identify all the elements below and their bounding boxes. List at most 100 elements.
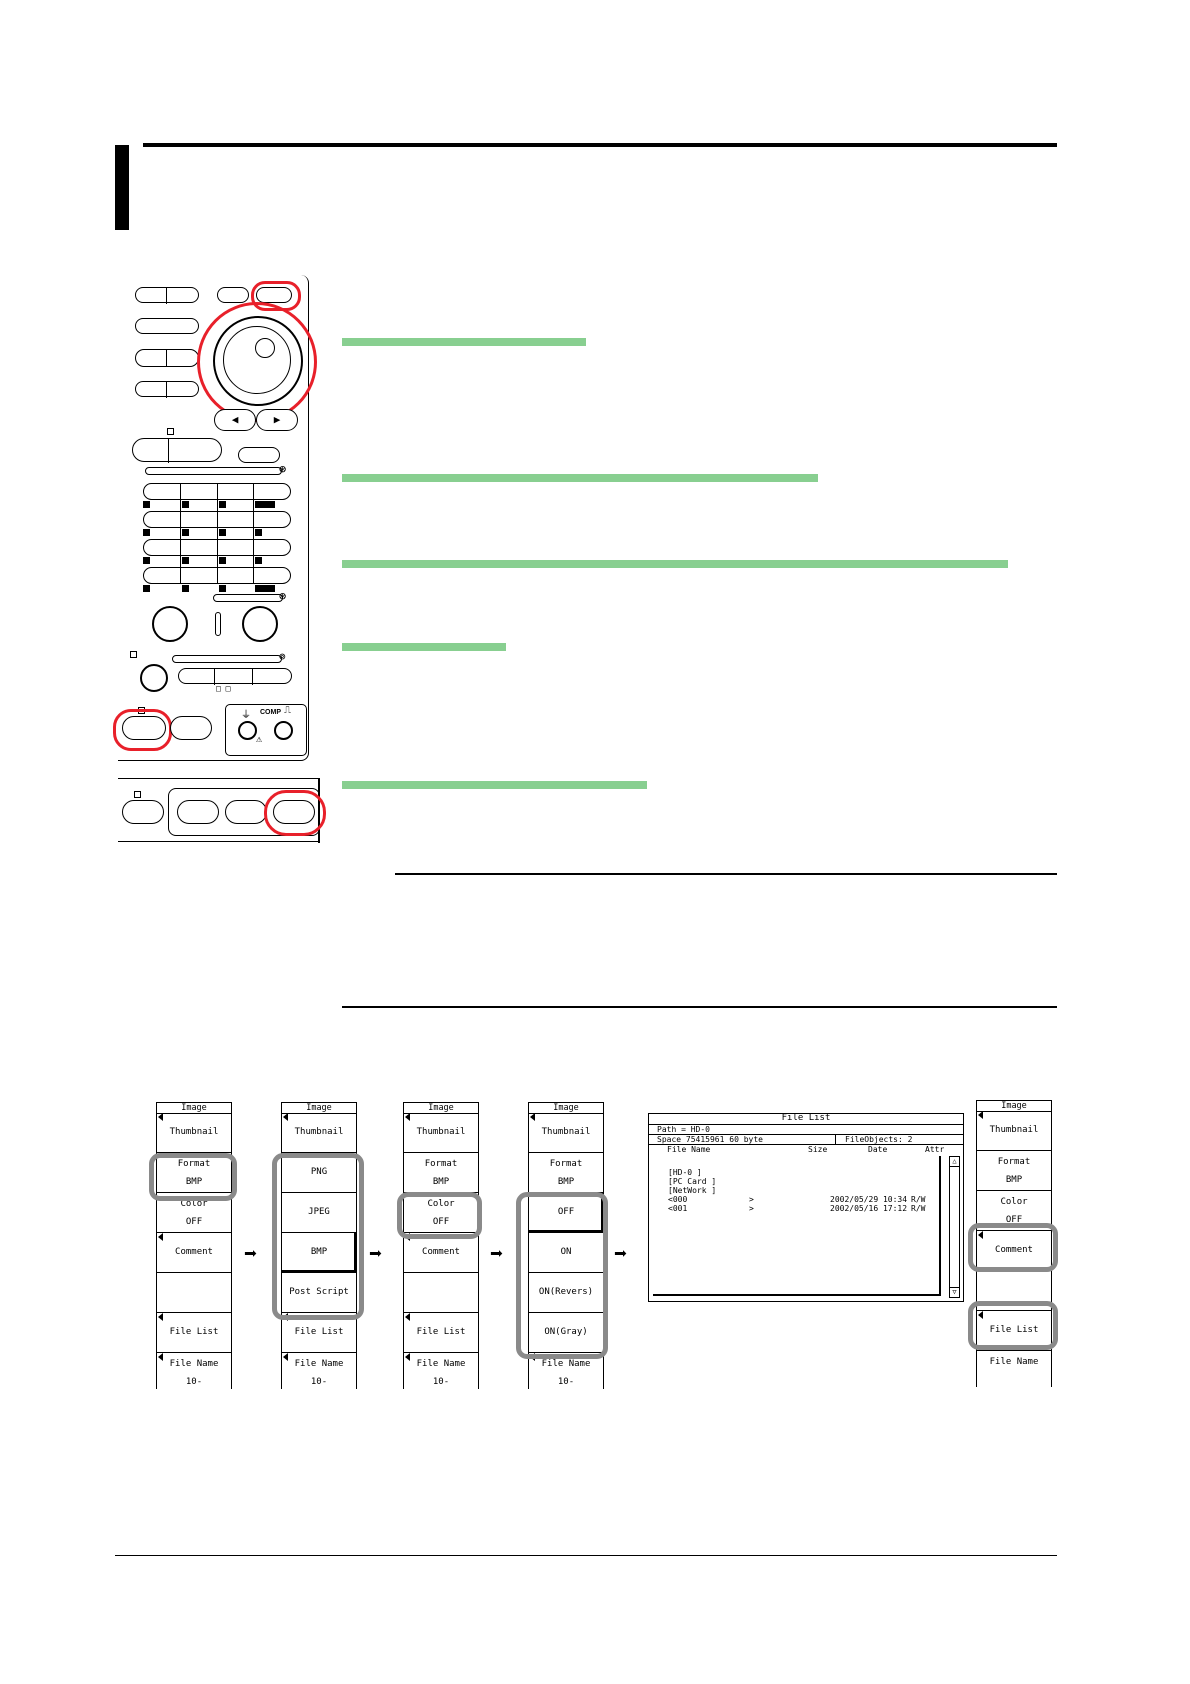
col-size: Size: [808, 1145, 828, 1154]
softkey-thumbnail[interactable]: Thumbnail: [282, 1113, 356, 1153]
highlight-ring: [113, 709, 172, 751]
selection-highlight: [516, 1192, 608, 1359]
triangle-icon: [405, 1353, 410, 1361]
option-on-gray[interactable]: ON(Gray): [529, 1313, 603, 1353]
triangle-icon: [283, 1353, 288, 1361]
option-on[interactable]: ON: [529, 1233, 603, 1273]
highlight-ring: [197, 302, 317, 422]
file-list-title: File List: [649, 1114, 963, 1125]
option-png[interactable]: PNG: [282, 1153, 356, 1193]
indicator: [255, 585, 275, 592]
indicator: [167, 428, 174, 435]
panel-button[interactable]: [135, 381, 199, 397]
panel-button[interactable]: [132, 438, 222, 462]
option-post-script[interactable]: Post Script: [282, 1273, 356, 1313]
selection-highlight: [968, 1301, 1058, 1350]
step-bar-2: [342, 474, 818, 482]
panel-button[interactable]: [135, 318, 199, 334]
divider: [835, 1135, 836, 1144]
left-arrow-button[interactable]: ◀: [214, 409, 256, 431]
indicator: [182, 557, 189, 564]
panel-slot: [145, 467, 282, 475]
file-name: <000: [668, 1195, 688, 1204]
scrollbar[interactable]: △ ▽: [949, 1156, 960, 1298]
note-rule-top: [395, 873, 1057, 875]
softkey-empty: [977, 1271, 1051, 1311]
softkey-comment[interactable]: Comment: [157, 1233, 231, 1273]
softkey-comment[interactable]: Comment: [404, 1233, 478, 1273]
panel-button[interactable]: [238, 447, 280, 463]
option-jpeg[interactable]: JPEG: [282, 1193, 356, 1233]
indicator: [255, 557, 262, 564]
panel-button[interactable]: [178, 668, 292, 684]
selection-highlight: [149, 1153, 237, 1201]
rotary-knob[interactable]: [242, 606, 278, 642]
option-bmp[interactable]: BMP: [282, 1233, 356, 1273]
panel-button[interactable]: [170, 716, 212, 740]
option-on-revers[interactable]: ON(Revers): [529, 1273, 603, 1313]
terminal-knob[interactable]: [238, 721, 257, 740]
comp-label: COMP: [260, 709, 281, 716]
ground-icon: ⏚: [241, 710, 251, 721]
file-date: 2002/05/29 10:34: [830, 1195, 908, 1204]
softkey-file-name[interactable]: File Name: [989, 1357, 1039, 1367]
dir-item[interactable]: [PC Card ]: [668, 1177, 717, 1186]
file-size: >: [749, 1195, 754, 1204]
note-rule-bottom: [342, 1006, 1057, 1008]
terminal-knob[interactable]: [274, 721, 293, 740]
softkey-thumbnail[interactable]: Thumbnail: [977, 1111, 1051, 1151]
triangle-icon: [158, 1233, 163, 1241]
zoom-icon: ⊚: [279, 650, 286, 663]
menu-button[interactable]: [256, 287, 292, 303]
softkey-menu-2: Image Thumbnail PNG JPEG BMP Post Script…: [281, 1102, 357, 1389]
softkey-thumbnail[interactable]: Thumbnail: [404, 1113, 478, 1153]
menu-header: Image: [282, 1102, 356, 1114]
panel-button[interactable]: [217, 287, 249, 303]
softkey-thumbnail[interactable]: Thumbnail: [529, 1113, 603, 1153]
indicator: [143, 557, 150, 564]
button-housing: [168, 788, 320, 836]
triangle-icon: [158, 1353, 163, 1361]
indicator: [255, 501, 275, 508]
option-off[interactable]: OFF: [529, 1193, 603, 1233]
triangle-icon: [978, 1231, 983, 1239]
panel-button[interactable]: [122, 800, 164, 824]
softkey-thumbnail[interactable]: Thumbnail: [157, 1113, 231, 1153]
panel-divider: [252, 668, 253, 685]
panel-slot: [215, 612, 221, 636]
panel-button[interactable]: [135, 287, 199, 303]
section-marker: [115, 145, 129, 230]
indicator: [143, 501, 150, 508]
scroll-up-icon[interactable]: △: [950, 1157, 959, 1167]
softkey-file-list[interactable]: File List: [157, 1313, 231, 1353]
indicator: [182, 501, 189, 508]
warning-icon: ⚠: [256, 734, 263, 745]
dir-item[interactable]: [NetWork ]: [668, 1186, 717, 1195]
softkey-file-list[interactable]: File List: [404, 1313, 478, 1353]
scroll-down-icon[interactable]: ▽: [950, 1287, 959, 1297]
panel-knob[interactable]: [140, 664, 168, 692]
panel-divider: [166, 381, 167, 398]
panel-button[interactable]: [177, 800, 219, 824]
indicator: [182, 585, 189, 592]
panel-button[interactable]: [135, 349, 199, 367]
step-bar-4: [342, 643, 506, 651]
panel-button[interactable]: [225, 800, 267, 824]
indicator: [134, 791, 141, 798]
softkey-file-list[interactable]: File List: [977, 1311, 1051, 1351]
right-arrow-button[interactable]: ▶: [256, 409, 298, 431]
dir-item[interactable]: [HD-0 ]: [668, 1168, 702, 1177]
rotary-knob[interactable]: [152, 606, 188, 642]
indicator: [219, 501, 226, 508]
